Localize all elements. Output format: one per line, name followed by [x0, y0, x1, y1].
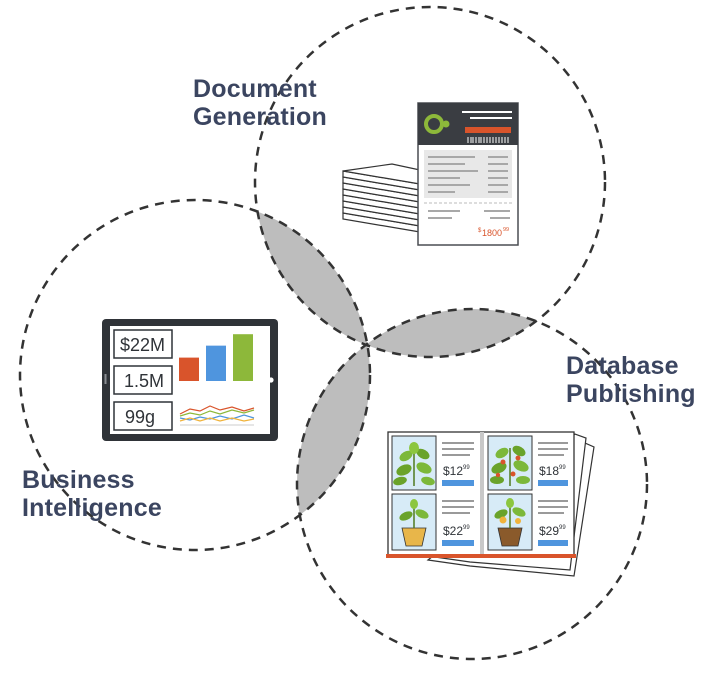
price-value: $22 — [443, 524, 463, 538]
price-bar — [442, 540, 474, 546]
kpi-value: $22M — [120, 335, 165, 355]
bar — [179, 357, 199, 381]
tablet-illustration: $22M 1.5M 99g — [102, 319, 278, 441]
potted-plant-icon — [399, 499, 429, 547]
plant-icon — [393, 442, 435, 486]
business-intelligence-label: Business Intelligence — [22, 466, 162, 522]
price-bar — [442, 480, 474, 486]
price-cents: 99 — [463, 525, 470, 531]
paper-stack — [342, 163, 421, 233]
label-line: Generation — [193, 103, 327, 131]
invoice-accent-bar — [465, 127, 511, 133]
database-publishing-circle — [295, 307, 649, 661]
logo-icon — [424, 114, 444, 134]
bar — [233, 334, 253, 381]
price-value: $18 — [539, 464, 559, 478]
price-cents: 99 — [463, 465, 470, 471]
kpi-value: 99g — [125, 407, 155, 427]
price-cents: 99 — [559, 465, 566, 471]
price-value: $12 — [443, 464, 463, 478]
kpi-box — [113, 365, 173, 395]
price-bar — [538, 480, 568, 486]
kpi-value: 1.5M — [124, 371, 164, 391]
invoice-cents: 99 — [503, 227, 509, 233]
label-line: Document — [193, 75, 317, 103]
database-publishing-label: Database Publishing — [566, 352, 696, 408]
invoice-amount: 1800 — [482, 228, 502, 238]
document-generation-label: Document Generation — [193, 75, 327, 131]
barcode-icon — [467, 137, 509, 143]
document-generation-circle — [253, 5, 607, 359]
home-button-icon — [268, 377, 274, 383]
invoice-currency: $ — [478, 228, 482, 234]
label-line: Publishing — [566, 380, 696, 408]
kpi-box — [113, 329, 173, 359]
bar-chart — [179, 334, 253, 381]
label-line: Intelligence — [22, 494, 162, 522]
label-line: Business — [22, 466, 135, 494]
price-cents: 99 — [559, 525, 566, 531]
tomato-plant-icon — [490, 445, 530, 486]
business-intelligence-circle — [18, 198, 372, 552]
bar — [206, 345, 226, 381]
invoice-illustration: $ 1800 99 — [342, 102, 519, 246]
catalog-bottom-edge — [386, 554, 576, 558]
label-line: Database — [566, 352, 679, 380]
fruit-plant-icon — [494, 498, 526, 547]
kpi-box — [113, 401, 173, 431]
line-chart — [179, 405, 255, 426]
price-value: $29 — [539, 524, 559, 538]
catalog-illustration: $12 99 $18 99 $22 99 $29 99 — [386, 431, 595, 577]
price-bar — [538, 540, 568, 546]
